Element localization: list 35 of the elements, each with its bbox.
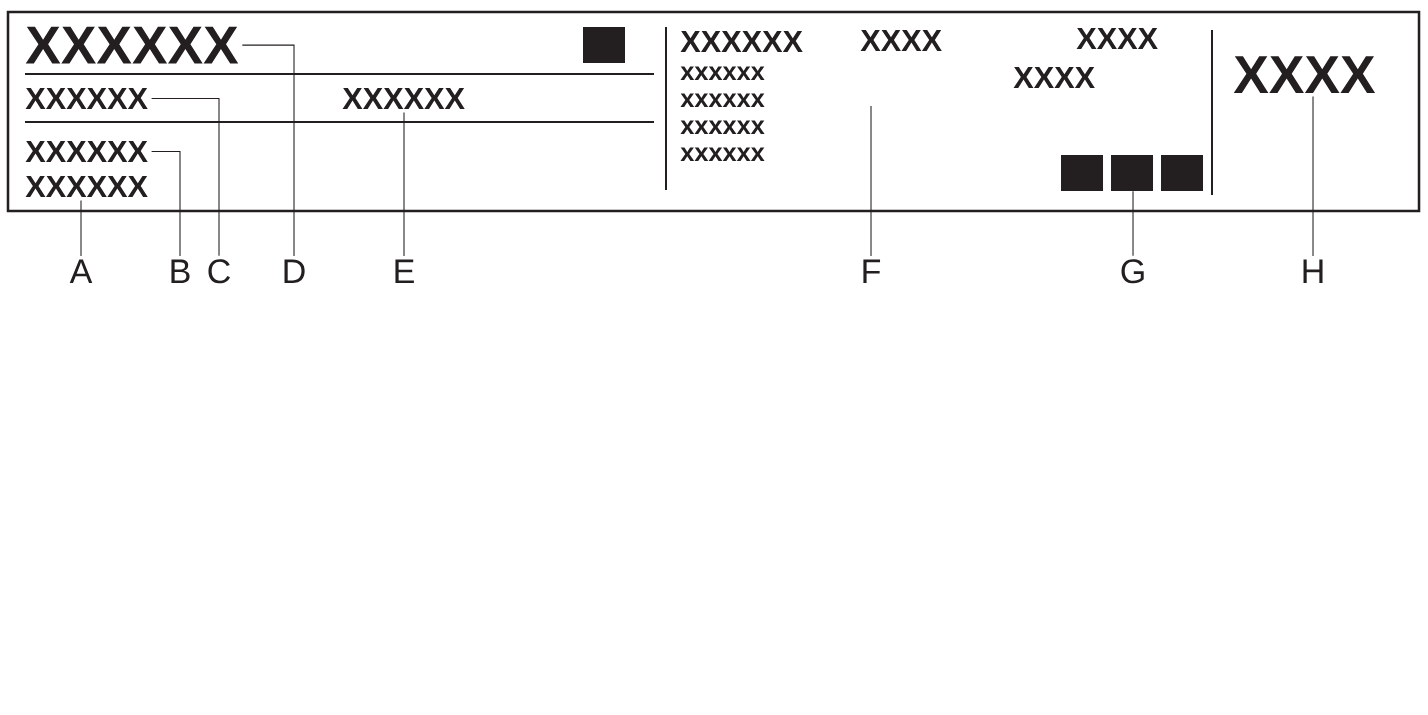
leader-line [1312,96,1314,257]
placeholder-text: XXXXXX [25,26,239,64]
placeholder-text: xxxxxx [680,120,765,134]
filled-square [583,27,625,63]
placeholder-text: xxxxxx [680,147,765,161]
placeholder-text: XXXX [860,29,942,51]
callout-letter: C [208,259,230,284]
placeholder-text: xxxxxx [680,66,765,80]
placeholder-text: XXXXXX [680,30,803,52]
leader-line [870,105,872,257]
callout-letter: A [69,259,93,283]
placeholder-text: xxxxxx [680,93,765,107]
placeholder-text: XXXX [1076,27,1158,49]
callout-letter: B [171,259,190,283]
placeholder-text: XXXXXX [342,87,465,109]
placeholder-text: XXXXXX [25,175,148,197]
callout-letter: E [395,259,414,283]
leader-line [80,200,82,257]
leader-line [151,150,181,257]
filled-square [1111,155,1153,191]
placeholder-text: XXXX [1013,66,1095,88]
placeholder-text: XXXX [1233,56,1376,93]
callout-letter: H [1303,259,1323,283]
leader-line [1132,190,1134,257]
leader-line [403,112,405,257]
callout-letter: D [284,259,305,283]
filled-square [1161,155,1203,191]
callout-letter: F [863,259,881,283]
placeholder-text: XXXXXX [25,140,148,162]
placeholder-text: XXXXXX [25,87,148,109]
filled-square [1061,155,1103,191]
leader-line [151,97,220,257]
callout-letter: G [1121,259,1144,284]
leader-line [241,44,295,257]
nameplate-frame [6,10,1421,213]
